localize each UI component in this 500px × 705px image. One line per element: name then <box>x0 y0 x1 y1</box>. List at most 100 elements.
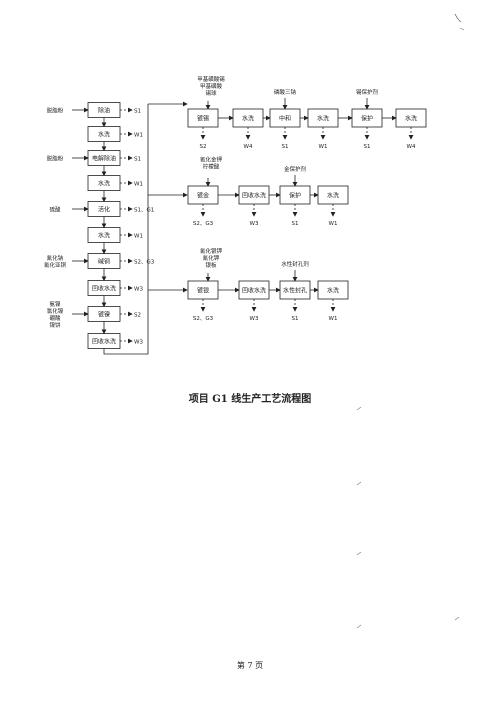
input-label: 脱脂粉 <box>47 155 64 163</box>
process-label: 镀金 <box>197 192 209 200</box>
output-label: S2、G3 <box>193 221 214 227</box>
main-step: 回收水洗 W3 <box>87 333 143 349</box>
output-label: S1 <box>292 221 299 227</box>
branch-step: 回收水洗 W3 <box>238 280 281 322</box>
process-label: 镀镍 <box>98 311 110 319</box>
process-label: 水洗 <box>98 131 110 139</box>
output-label: S2 <box>134 313 141 319</box>
process-label: 镀锡 <box>197 115 209 123</box>
process-label: 水性封孔 <box>283 287 307 295</box>
input-label: 水性封孔剂 <box>281 260 309 268</box>
output-label: W1 <box>329 221 338 227</box>
branch-step: 保护 S1 锡保护剂 <box>351 88 397 150</box>
scan-mark <box>356 624 362 629</box>
process-label: 水洗 <box>98 180 110 188</box>
output-label: S1 <box>134 109 141 115</box>
branch-step: 镀锡 S2 <box>187 108 234 150</box>
branch-input-label: 氰化银钾氰化钾银板 <box>200 247 223 269</box>
main-step: 水洗 W1 <box>87 175 143 203</box>
output-label: S2、G3 <box>134 260 155 266</box>
input-label: 硫酸 <box>49 206 61 214</box>
process-label: 回收水洗 <box>92 338 116 346</box>
branch-step: 回收水洗 W3 <box>238 185 281 227</box>
main-step: 水洗 W1 <box>87 126 143 152</box>
process-label: 水洗 <box>317 115 329 123</box>
process-label: 保护 <box>361 115 373 123</box>
output-label: S1 <box>292 316 299 322</box>
output-label: S1 <box>282 144 289 150</box>
process-label: 镀银 <box>197 287 209 295</box>
branch-step: 水洗 W4 <box>232 108 271 150</box>
process-label: 水洗 <box>98 232 110 240</box>
main-step: 电解除油 S1 脱脂粉 <box>47 150 141 177</box>
branch-step: 中和 S1 磷酸三钠 <box>269 88 309 150</box>
branch-step: 镀银 S2、G3 <box>187 280 240 322</box>
process-label: 回收水洗 <box>242 192 266 200</box>
input-label: 脱脂粉 <box>47 107 64 115</box>
process-label: 回收水洗 <box>242 287 266 295</box>
scan-mark <box>459 27 465 31</box>
scan-mark <box>356 406 362 411</box>
branch-step: 镀金 S2、G3 <box>187 185 240 227</box>
process-label: 保护 <box>289 192 301 200</box>
main-step: 碱铜 S2、G3 氰化钠氰化亚铜 <box>44 253 155 282</box>
output-label: W1 <box>319 144 328 150</box>
output-label: W3 <box>134 340 143 346</box>
output-label: S2 <box>200 144 207 150</box>
branch-step: 保护 S1 金保护剂 <box>279 165 319 227</box>
main-step: 回收水洗 W3 <box>87 280 143 308</box>
input-label: 氨镍氯化镍硼酸镍饼 <box>47 300 64 329</box>
input-label: 磷酸三钠 <box>274 88 297 96</box>
branch-step: 水洗 W1 <box>317 185 349 227</box>
output-label: S1 <box>364 144 371 150</box>
output-label: S2、G3 <box>193 316 214 322</box>
process-label: 碱铜 <box>98 258 110 266</box>
branch-step: 水洗 W1 <box>317 280 349 322</box>
process-label: 水洗 <box>327 287 339 295</box>
output-label: S1、G1 <box>134 208 154 214</box>
branch-step: 水洗 W1 <box>307 108 353 150</box>
scan-mark <box>454 13 462 23</box>
process-label: 中和 <box>279 115 291 123</box>
process-label: 除油 <box>98 107 110 115</box>
process-label: 水洗 <box>327 192 339 200</box>
branch-step: 水性封孔 S1 水性封孔剂 <box>279 260 319 322</box>
scan-mark <box>454 616 460 621</box>
process-label: 电解除油 <box>92 155 116 163</box>
main-step: 水洗 W1 <box>87 227 143 255</box>
output-label: W3 <box>250 221 259 227</box>
process-label: 活化 <box>98 206 110 214</box>
input-label: 氰化钠氰化亚铜 <box>44 254 67 269</box>
output-label: W1 <box>134 133 143 139</box>
output-label: W3 <box>134 287 143 293</box>
branch-input-label: 氰化金钾柠檬酸 <box>200 156 223 171</box>
output-label: W4 <box>244 144 253 150</box>
output-label: W1 <box>329 316 338 322</box>
diagram-caption: 项目 G1 线生产工艺流程图 <box>188 394 312 405</box>
process-label: 水洗 <box>242 115 254 123</box>
scan-mark <box>356 481 362 486</box>
main-step: 除油 S1 脱脂粉 <box>47 102 141 128</box>
input-label: 金保护剂 <box>284 165 307 173</box>
output-label: W4 <box>407 144 416 150</box>
output-label: W1 <box>134 182 143 188</box>
main-to-branch-connector <box>103 104 149 355</box>
main-step: 活化 S1、G1 硫酸 <box>49 201 154 229</box>
scan-mark <box>356 551 362 556</box>
output-label: S1 <box>134 157 141 163</box>
process-label: 回收水洗 <box>92 285 116 293</box>
page-number: 第 7 页 <box>236 661 264 670</box>
branch-input-label: 甲基磺酸锡甲基磺酸锡球 <box>197 75 225 97</box>
output-label: W1 <box>134 234 143 240</box>
process-label: 水洗 <box>405 115 417 123</box>
main-step: 镀镍 S2 氨镍氯化镍硼酸镍饼 <box>47 300 141 335</box>
branch-step: 水洗 W4 <box>395 108 427 150</box>
input-label: 锡保护剂 <box>356 88 379 96</box>
output-label: W3 <box>250 316 259 322</box>
